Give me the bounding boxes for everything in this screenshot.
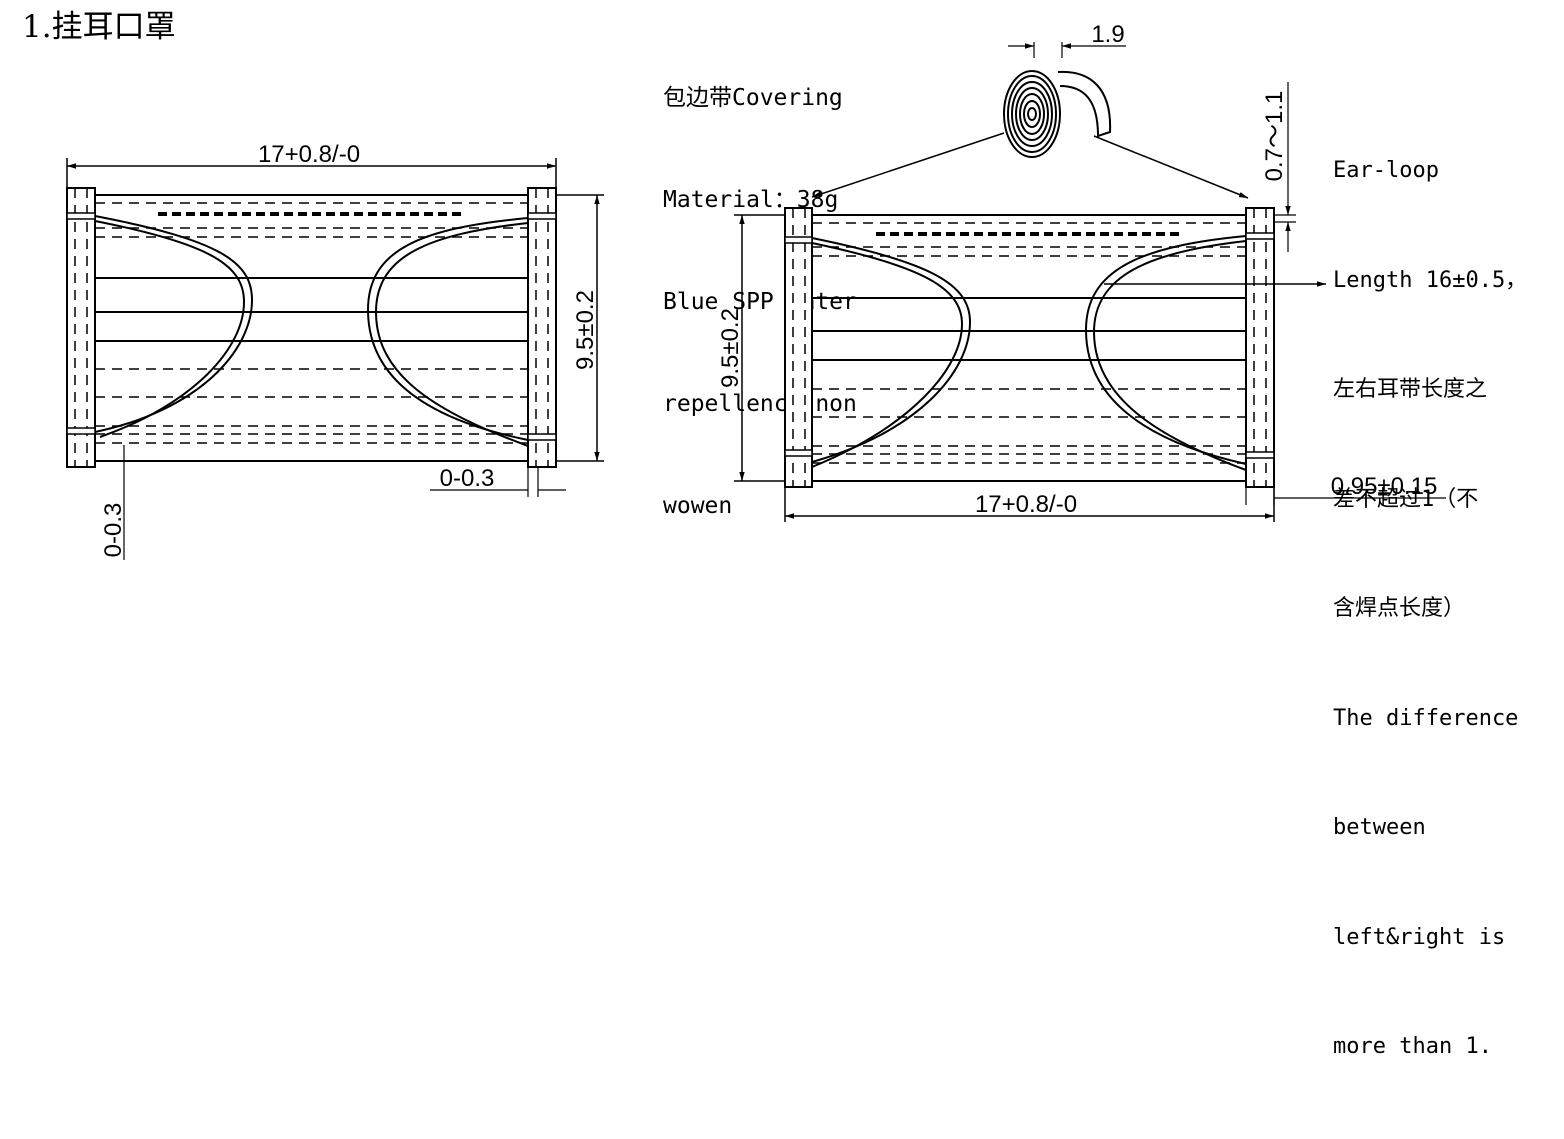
note-line: 左右耳带长度之 <box>1333 377 1488 402</box>
note-line: between <box>1333 815 1426 840</box>
tape-width-dimension: 1.9 <box>1091 21 1124 48</box>
left-ear-loop <box>811 237 972 463</box>
band-height-dimension: 0.7～1.1 <box>1261 91 1288 182</box>
left-edge-binding <box>784 207 813 488</box>
left-edge-binding <box>66 187 96 468</box>
drawing-canvas: 17+0.8/-0 9.5±0.2 0-0.3 0-0.3 1.9 <box>66 21 1446 560</box>
note-line: 包边带Covering <box>663 85 843 111</box>
note-line: The difference <box>1333 705 1519 731</box>
note-line: wowen <box>663 493 733 519</box>
right-edge-binding <box>1245 207 1275 488</box>
note-line: 含焊点长度） <box>1333 596 1466 621</box>
right-ear-loop <box>366 217 529 441</box>
technical-drawing: 1.挂耳口罩 包边带Covering Material：38g Blue SPP… <box>22 9 1528 1060</box>
right-ear-loop <box>1084 235 1247 465</box>
covering-material-note: 包边带Covering Material：38g Blue SPP Water … <box>663 13 857 591</box>
left-width-dimension: 17+0.8/-0 <box>258 141 360 168</box>
note-line: left&right is <box>1333 924 1506 950</box>
right-mask-view <box>734 82 1446 522</box>
note-line: Length 16±0.5， <box>1333 267 1528 293</box>
note-line: Ear-loop <box>1333 158 1439 183</box>
left-height-dimension: 9.5±0.2 <box>572 290 599 370</box>
right-edge-binding <box>527 187 557 468</box>
note-line: Blue SPP Water <box>663 289 857 315</box>
drawing-title: 1.挂耳口罩 <box>22 9 176 45</box>
note-line: 差不超过1（不 <box>1333 486 1479 512</box>
tape-roll-icon <box>811 42 1249 199</box>
right-height-dimension: 9.5±0.2 <box>717 308 744 388</box>
left-ear-loop <box>94 215 254 433</box>
left-right-gap-dimension: 0-0.3 <box>440 465 495 492</box>
right-width-dimension: 17+0.8/-0 <box>975 491 1077 518</box>
note-line: repellency non <box>663 391 857 417</box>
left-mask-view <box>66 158 604 560</box>
note-line: more than 1. <box>1333 1034 1492 1059</box>
left-bottom-gap-dimension: 0-0.3 <box>100 503 127 558</box>
weld-dimension: 0.95±0.15 <box>1331 473 1438 500</box>
